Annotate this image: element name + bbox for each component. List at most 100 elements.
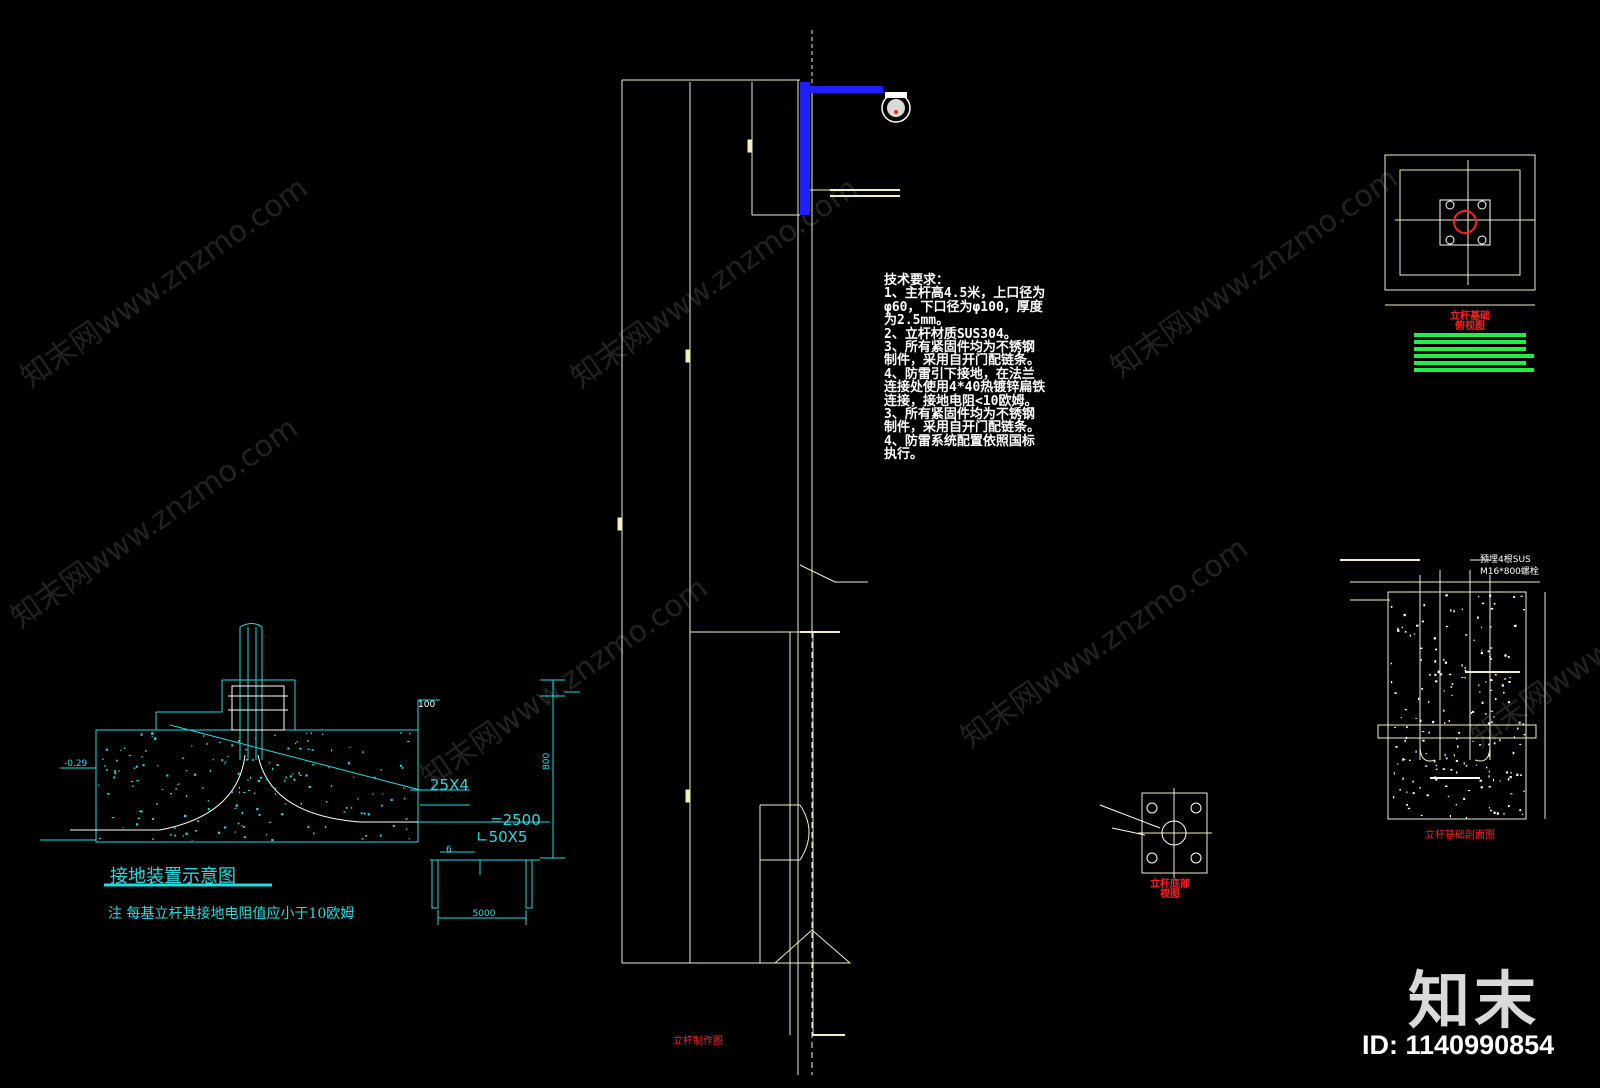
speckle-dot	[102, 758, 104, 760]
speckle-dot	[1509, 776, 1512, 779]
speckle-dot	[241, 811, 243, 815]
speckle-dot	[170, 793, 172, 795]
speckle-dot	[1390, 606, 1393, 608]
speckle-dot	[151, 732, 154, 735]
speckle-dot	[400, 732, 402, 734]
speckle-dot	[292, 773, 294, 775]
speckle-dot	[274, 734, 276, 737]
speckle-dot	[151, 736, 153, 737]
speckle-dot	[1440, 673, 1443, 676]
speckle-dot	[1471, 710, 1475, 713]
speckle-dot	[1435, 768, 1438, 770]
speckle-dot	[1449, 815, 1451, 818]
speckle-dot	[1504, 654, 1507, 657]
speckle-dot	[138, 810, 141, 812]
speckle-dot	[231, 791, 234, 793]
speckle-dot	[1504, 678, 1507, 680]
speckle-dot	[405, 828, 408, 830]
speckle-dot	[1481, 649, 1483, 651]
speckle-dot	[247, 779, 249, 781]
speckle-dot	[1449, 673, 1452, 676]
speckle-dot	[1457, 745, 1459, 748]
speckle-dot	[1402, 777, 1404, 779]
speckle-dot	[1461, 664, 1463, 667]
label-flat-steel: 25X4	[430, 776, 469, 794]
speckle-dot	[1488, 785, 1491, 788]
speckle-dot	[347, 762, 350, 765]
speckle-dot	[118, 770, 120, 772]
speckle-dot	[1461, 676, 1464, 678]
speckle-dot	[1404, 739, 1406, 742]
speckle-dot	[122, 827, 124, 829]
speckle-dot	[1463, 797, 1466, 801]
speckle-dot	[1421, 620, 1424, 623]
speckle-dot	[197, 820, 199, 822]
speckle-dot	[1435, 680, 1438, 683]
speckle-dot	[174, 834, 176, 837]
speckle-dot	[185, 795, 188, 798]
speckle-dot	[1489, 656, 1491, 658]
speckle-dot	[234, 831, 236, 833]
speckle-dot	[1419, 787, 1421, 789]
speckle-dot	[224, 762, 226, 765]
speckle-dot	[1489, 594, 1492, 597]
speckle-dot	[360, 812, 363, 815]
speckle-dot	[1488, 754, 1491, 757]
speckle-dot	[399, 764, 403, 767]
speckle-dot	[1486, 766, 1488, 769]
speckle-dot	[1451, 694, 1453, 697]
speckle-dot	[403, 787, 405, 790]
speckle-dot	[1407, 807, 1411, 810]
speckle-dot	[362, 751, 364, 753]
speckle-dot	[324, 826, 327, 829]
speckle-dot	[1513, 596, 1516, 598]
speckle-dot	[346, 806, 348, 809]
tech-line: 制件，采用自开门配链条。	[884, 353, 1041, 369]
speckle-dot	[1510, 793, 1513, 795]
speckle-dot	[1488, 743, 1490, 746]
speckle-dot	[1489, 658, 1492, 660]
speckle-dot	[185, 832, 188, 835]
speckle-dot	[1489, 626, 1492, 628]
speckle-dot	[281, 813, 284, 816]
speckle-dot	[1493, 716, 1495, 718]
speckle-dot	[1496, 812, 1499, 815]
tech-line: 4、防雷引下接地，在法兰	[884, 366, 1035, 382]
speckle-dot	[1448, 719, 1450, 722]
speckle-dot	[1522, 723, 1524, 725]
speckle-dot	[202, 787, 204, 789]
speckle-dot	[1406, 726, 1408, 729]
speckle-dot	[380, 834, 382, 837]
speckle-dot	[1455, 737, 1458, 740]
speckle-dot	[1494, 674, 1497, 676]
tech-line: 2、立杆材质SUS304。	[884, 326, 1017, 342]
speckle-dot	[1444, 753, 1446, 757]
speckle-dot	[161, 789, 164, 790]
speckle-dot	[307, 748, 310, 750]
speckle-dot	[1503, 691, 1505, 694]
speckle-dot	[241, 825, 243, 827]
speckle-dot	[1420, 814, 1423, 817]
speckle-dot	[328, 766, 330, 769]
speckle-dot	[326, 801, 328, 803]
speckle-dot	[1428, 731, 1430, 734]
speckle-dot	[1508, 681, 1511, 683]
speckle-dot	[308, 785, 311, 788]
speckle-dot	[243, 836, 247, 838]
speckle-dot	[105, 769, 108, 771]
speckle-dot	[1475, 764, 1478, 766]
speckle-dot	[207, 800, 209, 802]
speckle-dot	[1490, 689, 1493, 691]
speckle-dot	[107, 792, 110, 795]
flange-bottom-label: 立杆底部 视图	[1150, 879, 1190, 900]
speckle-dot	[1453, 754, 1455, 757]
speckle-dot	[152, 818, 154, 820]
speckle-dot	[1481, 626, 1483, 629]
speckle-dot	[1435, 778, 1438, 781]
speckle-dot	[1472, 740, 1474, 742]
speckle-dot	[1517, 727, 1519, 730]
speckle-dot	[1518, 721, 1521, 724]
speckle-dot	[1413, 633, 1416, 635]
speckle-dot	[1425, 765, 1428, 767]
speckle-dot	[182, 835, 184, 837]
